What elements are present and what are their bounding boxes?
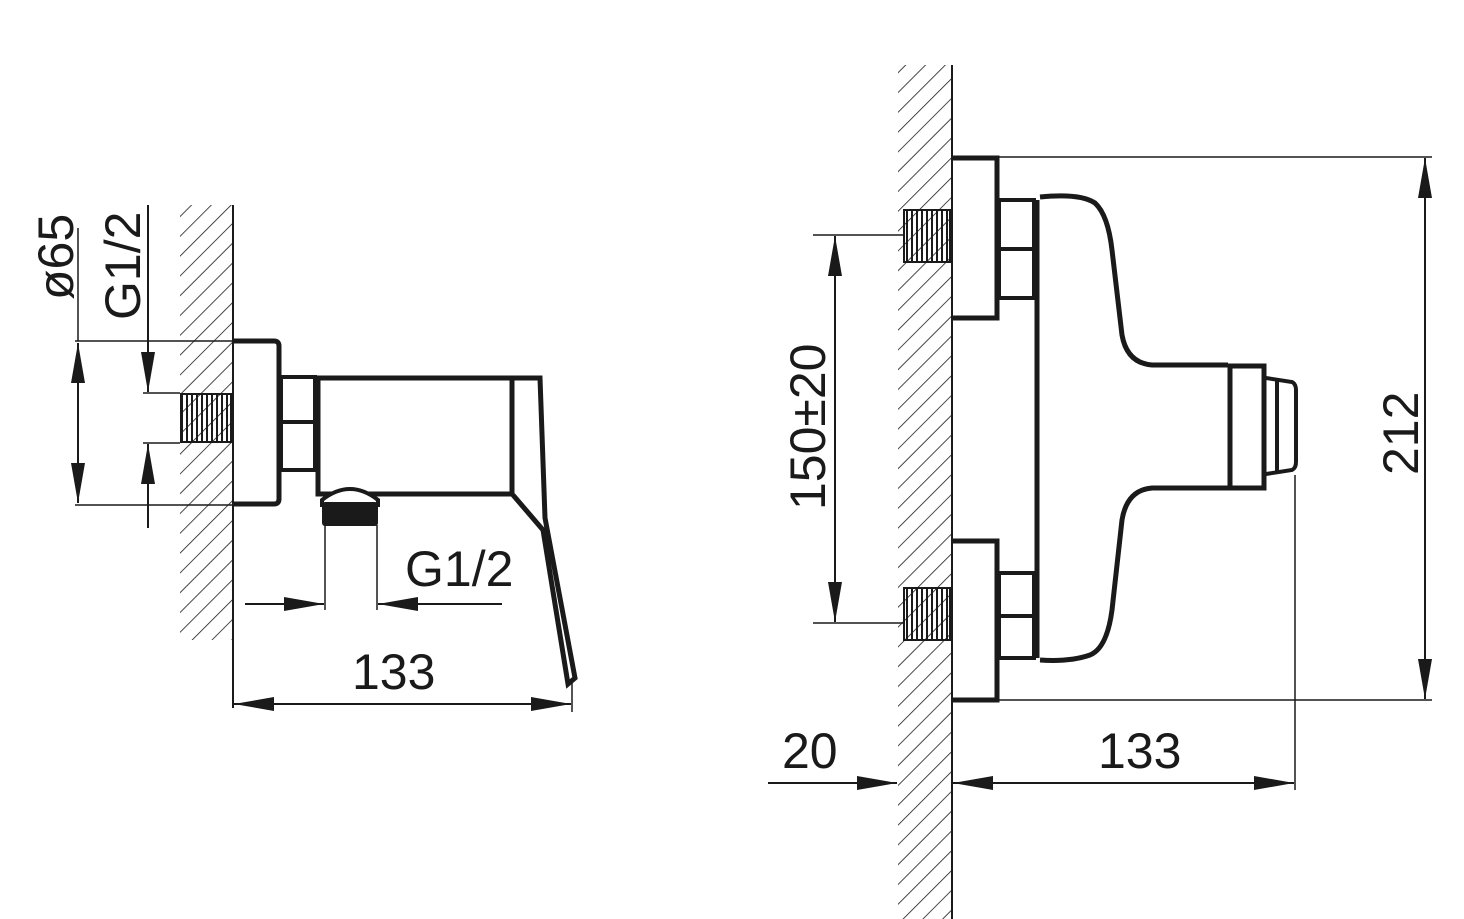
inlet-thread xyxy=(180,393,232,443)
lower-flange xyxy=(953,538,1000,703)
diameter-label: ø65 xyxy=(28,214,84,300)
wall-hatch xyxy=(898,65,952,919)
nut xyxy=(279,375,317,472)
depth-label: 133 xyxy=(352,644,435,700)
wall-offset-label: 20 xyxy=(782,723,838,779)
outlet-thread-label: G1/2 xyxy=(405,541,513,597)
lower-nut xyxy=(997,571,1036,660)
lower-inlet-thread xyxy=(903,587,951,641)
inlet-thread-label: G1/2 xyxy=(95,212,151,320)
thermostat-knob-ring xyxy=(1227,363,1267,491)
depth-label: 133 xyxy=(1098,723,1181,779)
mixer-body xyxy=(315,375,515,497)
mixer-body xyxy=(1034,193,1228,663)
front-view: 212 150±20 20 133 xyxy=(768,65,1432,919)
inlet-spacing-label: 150±20 xyxy=(780,344,836,510)
lever-handle xyxy=(511,375,578,689)
upper-nut xyxy=(997,198,1036,300)
height-label: 212 xyxy=(1373,392,1429,475)
thermostat-knob-cap xyxy=(1265,376,1298,476)
outlet-thread xyxy=(322,502,378,526)
upper-flange xyxy=(953,155,1000,321)
side-view: ø65 G1/2 G1/2 133 xyxy=(28,205,578,712)
wall-flange xyxy=(234,338,282,507)
outlet-fitting xyxy=(320,487,380,507)
upper-inlet-thread xyxy=(903,209,951,263)
